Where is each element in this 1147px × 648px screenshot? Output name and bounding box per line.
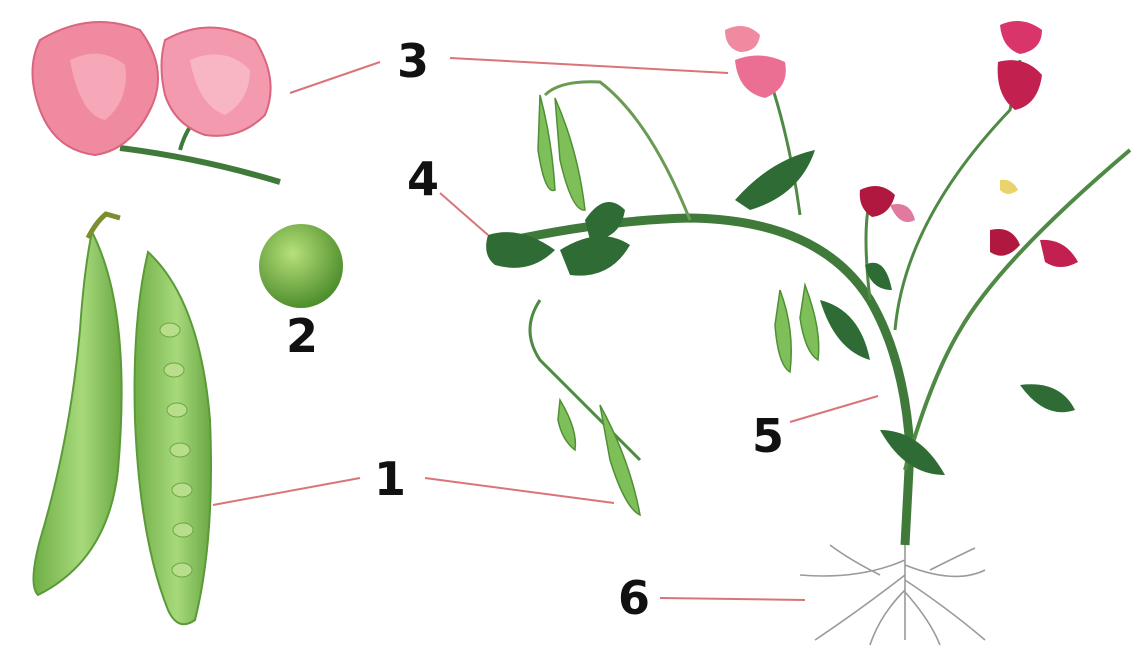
leader-line-1b [425, 478, 614, 503]
label-seed: 2 [286, 309, 318, 363]
pea-pods-illustration [33, 214, 211, 624]
leader-line-6 [660, 598, 805, 600]
label-flower: 3 [397, 34, 429, 88]
leader-line-1a [213, 478, 360, 505]
part-labels: 1 2 3 4 5 6 [286, 34, 784, 625]
flower-illustration-topleft [33, 22, 281, 182]
label-stem: 5 [752, 409, 784, 463]
leader-line-5 [790, 396, 878, 422]
label-root: 6 [618, 571, 650, 625]
leader-line-4 [440, 193, 488, 235]
pea-plant-illustration [486, 21, 1130, 645]
label-tendril: 4 [407, 152, 439, 206]
label-pod: 1 [374, 452, 406, 506]
leader-line-3a [290, 62, 380, 93]
leader-line-3b [450, 58, 728, 73]
pea-seed-illustration [259, 224, 343, 308]
